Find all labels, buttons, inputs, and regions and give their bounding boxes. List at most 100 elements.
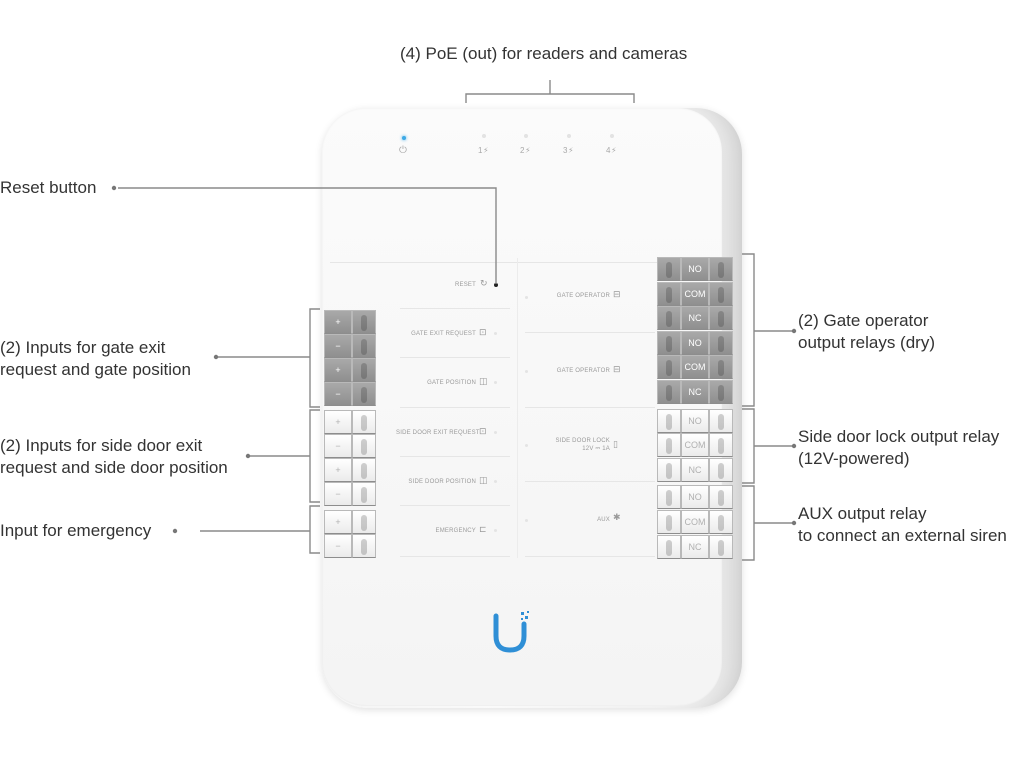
left-terminal-9[interactable]: +: [324, 510, 376, 534]
terminal-screw-slot[interactable]: [709, 534, 733, 559]
callout-gate-inputs-line1: (2) Inputs for gate exit: [0, 338, 166, 357]
aux-led: [525, 519, 528, 522]
emergency-label: EMERGENCY: [435, 528, 476, 534]
gate-operator-2-label: GATE OPERATOR: [556, 368, 610, 374]
callout-side-inputs-line2: request and side door position: [0, 458, 228, 477]
terminal-wire-slot[interactable]: [657, 485, 681, 510]
reset-button[interactable]: [494, 283, 498, 287]
left-terminal-7[interactable]: +: [324, 458, 376, 482]
terminal-screw-slot[interactable]: [709, 510, 733, 534]
left-terminal-10[interactable]: −: [324, 534, 376, 558]
terminal-wire-slot[interactable]: [657, 281, 681, 306]
terminal-screw-slot[interactable]: [352, 358, 376, 382]
terminal-wire-slot[interactable]: [657, 330, 681, 355]
unifi-logo: [493, 611, 529, 653]
terminal-wire-slot[interactable]: [657, 355, 681, 380]
right-terminal-2[interactable]: COM: [657, 281, 733, 306]
side-door-lock-rating: 12V ⎓ 1A: [582, 446, 610, 452]
left-terminal-4[interactable]: −: [324, 382, 376, 406]
terminal-screw-slot[interactable]: [352, 482, 376, 506]
terminal-polarity-label: −: [324, 434, 352, 458]
poe-led-4: [610, 134, 614, 138]
terminal-wire-slot[interactable]: [657, 433, 681, 458]
right-terminal-6[interactable]: NC: [657, 380, 733, 404]
right-terminal-5[interactable]: COM: [657, 355, 733, 380]
terminal-wire-slot[interactable]: [657, 380, 681, 404]
emergency-icon: ⊏: [479, 524, 487, 534]
left-terminal-1[interactable]: +: [324, 310, 376, 334]
poe-lightning-icon: ⚡: [567, 146, 575, 155]
terminal-screw-slot[interactable]: [352, 334, 376, 358]
terminal-contact-label: NC: [681, 534, 709, 559]
left-terminal-3[interactable]: +: [324, 358, 376, 382]
panel-divider-top: [330, 262, 660, 263]
terminal-screw-slot[interactable]: [709, 457, 733, 482]
terminal-contact-label: NC: [681, 306, 709, 331]
terminal-screw-slot[interactable]: [352, 410, 376, 434]
terminal-screw-slot[interactable]: [709, 433, 733, 458]
gate-operator-icon: ⊟: [613, 364, 621, 374]
panel-divider-left-3: [400, 407, 510, 408]
panel-center-divider: [517, 258, 518, 558]
side-door-exit-request-label: SIDE DOOR EXIT REQUEST: [396, 430, 480, 436]
terminal-wire-slot[interactable]: [657, 534, 681, 559]
right-terminal-3[interactable]: NC: [657, 306, 733, 331]
terminal-screw-slot[interactable]: [709, 355, 733, 380]
terminal-screw-slot[interactable]: [709, 281, 733, 306]
poe-led-1: [482, 134, 486, 138]
side-door-lock-label: SIDE DOOR LOCK: [555, 438, 610, 444]
left-terminal-5[interactable]: +: [324, 410, 376, 434]
right-terminal-4[interactable]: NO: [657, 330, 733, 355]
left-terminal-2[interactable]: −: [324, 334, 376, 358]
right-terminal-12[interactable]: NC: [657, 534, 733, 559]
right-terminal-11[interactable]: COM: [657, 510, 733, 534]
callout-side-relay-line2: (12V-powered): [798, 449, 910, 468]
terminal-wire-slot[interactable]: [657, 408, 681, 433]
terminal-screw-slot[interactable]: [352, 458, 376, 482]
terminal-screw-slot[interactable]: [352, 382, 376, 406]
right-terminal-7[interactable]: NO: [657, 408, 733, 433]
right-terminal-8[interactable]: COM: [657, 433, 733, 458]
terminal-wire-slot[interactable]: [657, 457, 681, 482]
terminal-wire-slot[interactable]: [657, 306, 681, 331]
terminal-screw-slot[interactable]: [352, 534, 376, 558]
terminal-contact-label: COM: [681, 433, 709, 458]
side-exit-led: [494, 431, 497, 434]
terminal-screw-slot[interactable]: [352, 434, 376, 458]
aux-label: AUX: [597, 517, 610, 523]
power-led: [402, 136, 406, 140]
terminal-wire-slot[interactable]: [657, 257, 681, 281]
side-door-position-label: SIDE DOOR POSITION: [408, 479, 476, 485]
gate-position-icon: ◫: [479, 376, 488, 386]
terminal-screw-slot[interactable]: [709, 330, 733, 355]
terminal-contact-label: NO: [681, 408, 709, 433]
terminal-screw-slot[interactable]: [352, 510, 376, 534]
panel-divider-left-5: [400, 505, 510, 506]
right-terminal-1[interactable]: NO: [657, 257, 733, 281]
poe-lightning-icon: ⚡: [524, 146, 532, 155]
side-position-led: [494, 480, 497, 483]
terminal-screw-slot[interactable]: [709, 408, 733, 433]
reset-icon: ↻: [480, 278, 488, 288]
callout-gate-relays-line2: output relays (dry): [798, 333, 935, 352]
terminal-screw-slot[interactable]: [709, 257, 733, 281]
poe-led-2: [524, 134, 528, 138]
left-terminal-8[interactable]: −: [324, 482, 376, 506]
terminal-polarity-label: +: [324, 310, 352, 334]
terminal-wire-slot[interactable]: [657, 510, 681, 534]
right-terminal-10[interactable]: NO: [657, 485, 733, 510]
poe-port-3-label: 3⚡: [563, 146, 575, 155]
gate-exit-led: [494, 332, 497, 335]
terminal-contact-label: NC: [681, 457, 709, 482]
terminal-screw-slot[interactable]: [709, 306, 733, 331]
terminal-screw-slot[interactable]: [709, 380, 733, 404]
exit-request-icon: ⊡: [479, 327, 487, 337]
poe-port-2-label: 2⚡: [520, 146, 532, 155]
right-terminal-9[interactable]: NC: [657, 457, 733, 482]
terminal-screw-slot[interactable]: [709, 485, 733, 510]
left-terminal-6[interactable]: −: [324, 434, 376, 458]
terminal-screw-slot[interactable]: [352, 310, 376, 334]
callout-side-relay-line1: Side door lock output relay: [798, 427, 1000, 446]
terminal-polarity-label: −: [324, 334, 352, 358]
